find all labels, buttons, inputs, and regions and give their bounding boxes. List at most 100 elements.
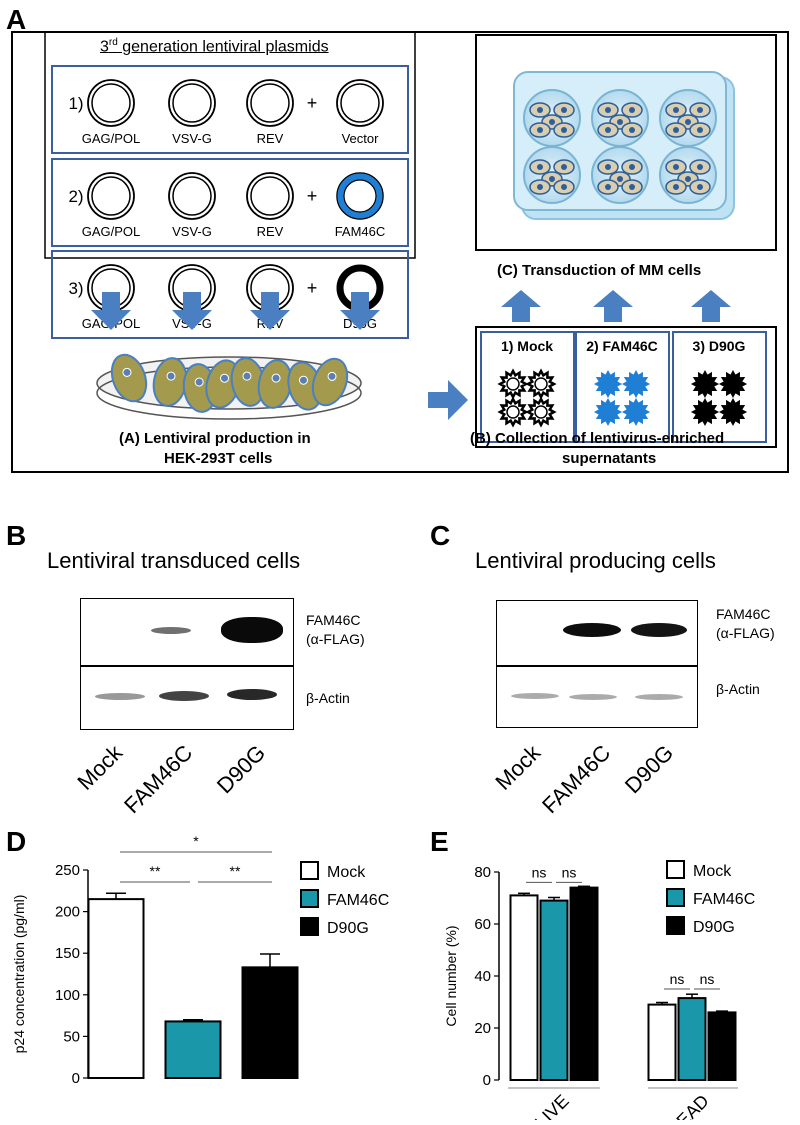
virus-particle <box>718 397 748 427</box>
plasmid-ring-inner <box>91 83 131 123</box>
plasmid-ring-inner <box>172 176 212 216</box>
blot-b-actin <box>80 666 294 730</box>
collection-box <box>480 331 575 443</box>
cell-nucleus <box>271 373 281 383</box>
virus-core <box>506 405 520 419</box>
panel-c-target-2: (α-FLAG) <box>716 625 775 641</box>
mm-nucleus <box>549 176 555 182</box>
y-tick-label: 20 <box>474 1020 491 1037</box>
legend-label-1: FAM46C <box>693 891 755 908</box>
virus-particle <box>593 397 623 427</box>
panel-b-lane-d90g: D90G <box>211 740 270 799</box>
significance-label: ** <box>230 863 241 879</box>
ns-label: ns <box>700 971 715 987</box>
blot-c-actin <box>496 666 698 728</box>
panel-b-target-2: (α-FLAG) <box>306 631 365 647</box>
plasmid-row-box <box>51 250 409 339</box>
y-tick-label: 40 <box>474 968 491 985</box>
y-tick-label: 80 <box>474 864 491 881</box>
bar-live-d90g <box>569 886 599 1081</box>
y-axis-label: p24 concentration (pg/ml) <box>11 895 27 1054</box>
group-label-live: LIVE <box>531 1091 573 1120</box>
ns-label: ns <box>670 971 685 987</box>
mm-nucleus <box>697 127 703 133</box>
legend-swatch <box>666 888 685 907</box>
virus-particle <box>621 397 651 427</box>
plasmid-label-0: GAG/POL <box>82 131 141 146</box>
cell-nucleus <box>166 371 176 381</box>
hek-cell <box>110 353 148 403</box>
plasmid-row-number: 1) <box>68 94 83 113</box>
hek-cell <box>287 361 323 411</box>
cell-nucleus <box>194 377 204 387</box>
plus-sign: + <box>307 93 318 113</box>
hek-dish <box>96 353 362 420</box>
mm-nucleus <box>537 127 543 133</box>
plasmid-row-box <box>51 65 409 154</box>
down-arrow <box>340 292 380 330</box>
plus-sign: + <box>307 186 318 206</box>
plasmid-ring-inner <box>91 176 131 216</box>
mm-nucleus <box>537 107 543 113</box>
down-arrow <box>250 292 290 330</box>
mm-nucleus <box>605 164 611 170</box>
panel-c-target-1: FAM46C <box>716 606 771 622</box>
caption-c: (C) Transduction of MM cells <box>497 262 702 279</box>
plasmid-title: 3rd generation lentiviral plasmids <box>100 37 329 56</box>
bar-d90g <box>241 966 299 1079</box>
down-arrow <box>91 292 131 330</box>
significance-label: * <box>193 833 199 849</box>
caption-a-line2: HEK-293T cells <box>164 450 273 467</box>
plasmid-ring-inner <box>340 83 380 123</box>
panel-b-lane-fam46c: FAM46C <box>119 740 198 819</box>
bar-live-mock <box>509 894 539 1082</box>
mm-nucleus <box>605 107 611 113</box>
y-tick-label: 200 <box>55 904 80 921</box>
plasmid-ring-inner <box>250 83 290 123</box>
up-arrow <box>501 290 541 322</box>
legend-swatch <box>666 916 685 935</box>
mm-nucleus <box>673 107 679 113</box>
plasmid-ring-outer <box>246 172 294 220</box>
mm-nucleus <box>537 184 543 190</box>
plasmid-ring-inner <box>172 83 212 123</box>
plasmid-label-0: GAG/POL <box>82 224 141 239</box>
legend-label-1: FAM46C <box>327 892 389 909</box>
legend-label-0: Mock <box>327 864 366 881</box>
legend-label-2: D90G <box>693 919 735 936</box>
legend-swatch <box>666 860 685 879</box>
plasmid-row-box <box>51 158 409 247</box>
y-tick-label: 50 <box>63 1028 80 1045</box>
mm-nucleus <box>697 164 703 170</box>
mm-nucleus <box>697 184 703 190</box>
legend-label-0: Mock <box>693 863 732 880</box>
plasmid-label-2: REV <box>257 131 284 146</box>
y-tick-label: 0 <box>72 1070 80 1087</box>
mm-nucleus <box>605 127 611 133</box>
bar-dead-fam46c <box>677 997 707 1082</box>
blot-c-flag <box>496 600 698 666</box>
plasmid-label-3: Vector <box>342 131 380 146</box>
plasmid-label-1: VSV-G <box>172 224 212 239</box>
panel-c-loading: β-Actin <box>716 681 760 697</box>
plus-sign: + <box>307 278 318 298</box>
hek-cell <box>311 357 349 407</box>
collection-box <box>672 331 767 443</box>
mm-nucleus <box>685 119 691 125</box>
mm-nucleus <box>629 107 635 113</box>
mm-nucleus <box>617 176 623 182</box>
panel-b-loading: β-Actin <box>306 690 350 706</box>
plasmid-ring-fam46c <box>337 173 383 219</box>
panel-b-target-1: FAM46C <box>306 612 361 628</box>
bar-dead-d90g <box>707 1011 737 1081</box>
mm-nucleus <box>629 127 635 133</box>
bar-mock <box>87 898 145 1080</box>
bar-live-fam46c <box>539 899 569 1081</box>
cell-nucleus <box>327 371 337 381</box>
well-plate <box>513 71 735 220</box>
up-arrow <box>691 290 731 322</box>
cell-body <box>110 353 148 403</box>
mm-nucleus <box>697 107 703 113</box>
caption-b-line1: (B) Collection of lentivirus-enriched <box>470 430 725 447</box>
